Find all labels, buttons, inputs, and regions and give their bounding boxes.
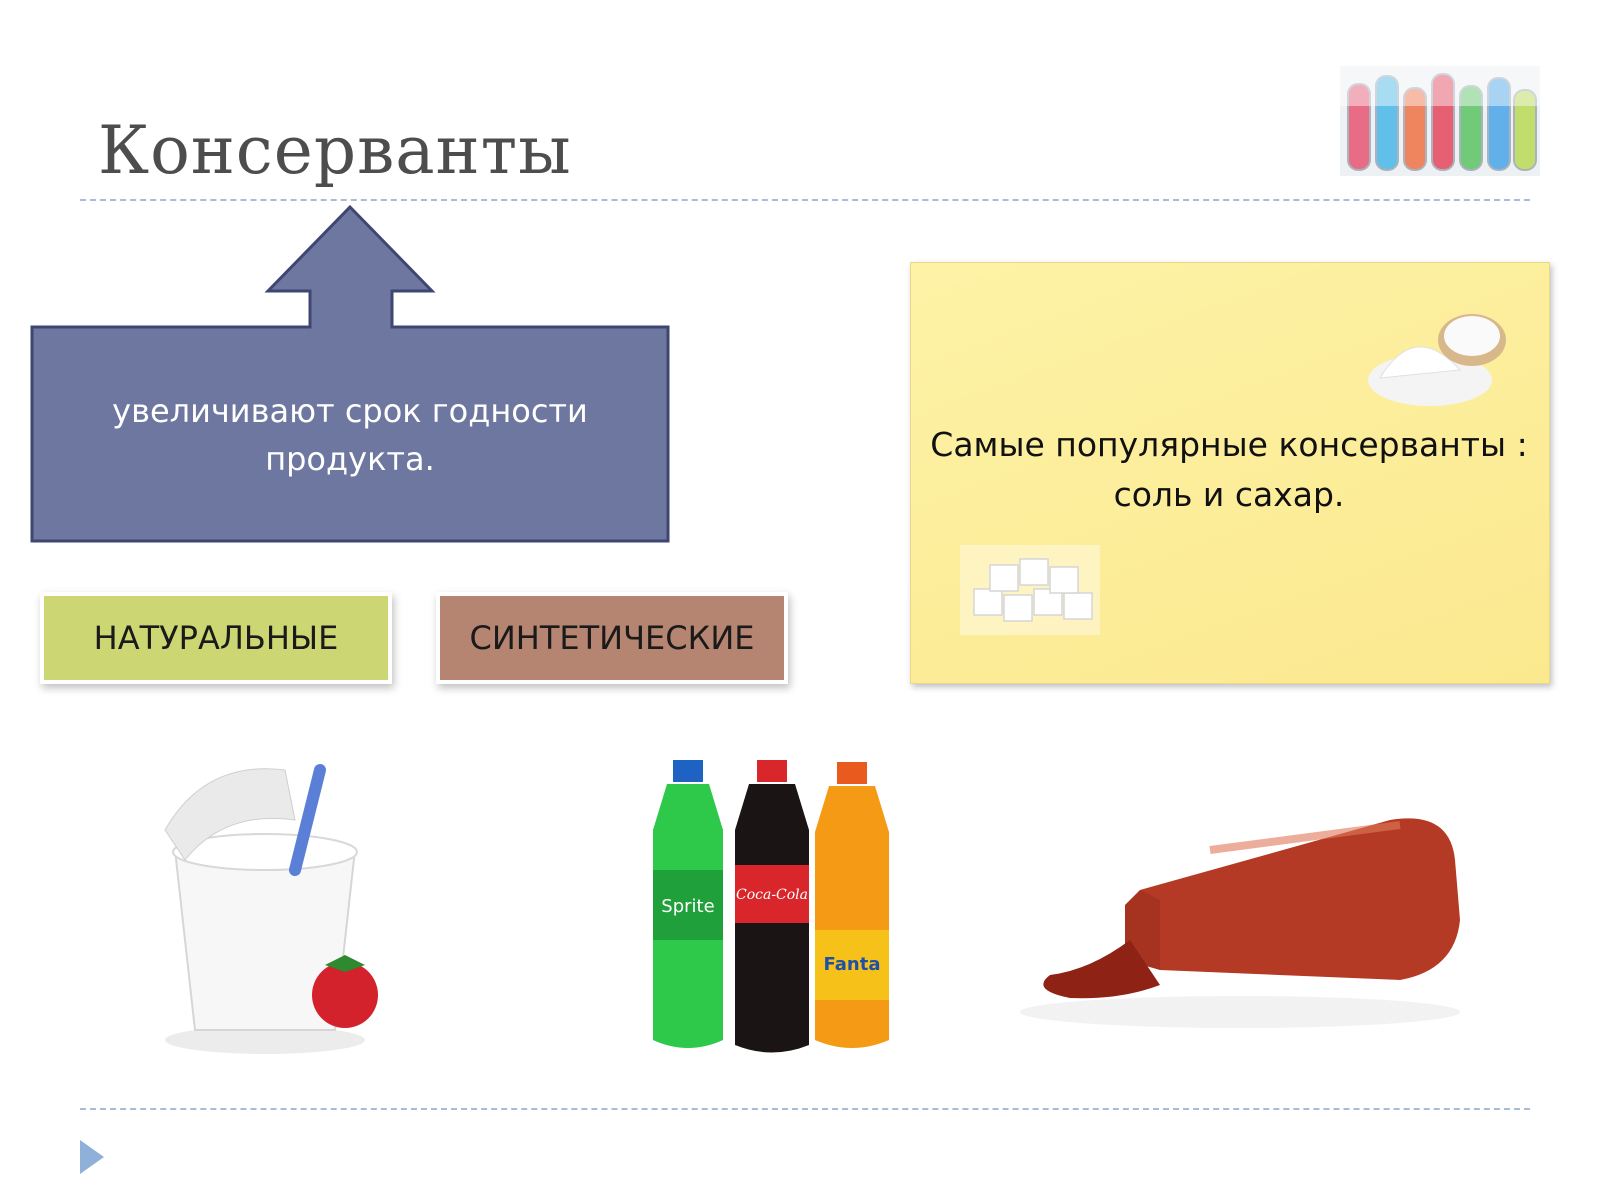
sprite-label: Sprite	[661, 896, 714, 917]
synthetic-tag: СИНТЕТИЧЕСКИЕ	[440, 596, 784, 680]
top-divider	[80, 199, 1530, 201]
test-tubes-image	[1340, 66, 1540, 176]
cola-label: Coca-Cola	[736, 887, 808, 903]
soda-bottles-image: Sprite Coca-Cola Fanta	[653, 760, 889, 1053]
natural-tag: НАТУРАЛЬНЫЕ	[44, 596, 388, 680]
note-text: Самые популярные консерванты : соль и са…	[910, 420, 1548, 520]
fanta-label: Fanta	[824, 954, 881, 975]
sugar-cubes-image	[960, 545, 1100, 635]
salt-bowl-image	[1368, 314, 1506, 406]
slide-title: Консерванты	[98, 112, 572, 189]
note-line-2: соль и сахар.	[1113, 475, 1345, 514]
up-arrow-callout	[30, 205, 670, 543]
callout-text: увеличивают срок годности продукта.	[112, 392, 588, 478]
yogurt-image	[164, 764, 378, 1054]
bottom-divider	[80, 1108, 1530, 1110]
note-line-1: Самые популярные консерванты :	[930, 425, 1528, 464]
ketchup-bottle-image	[1010, 780, 1470, 1040]
play-marker-icon	[80, 1140, 104, 1174]
